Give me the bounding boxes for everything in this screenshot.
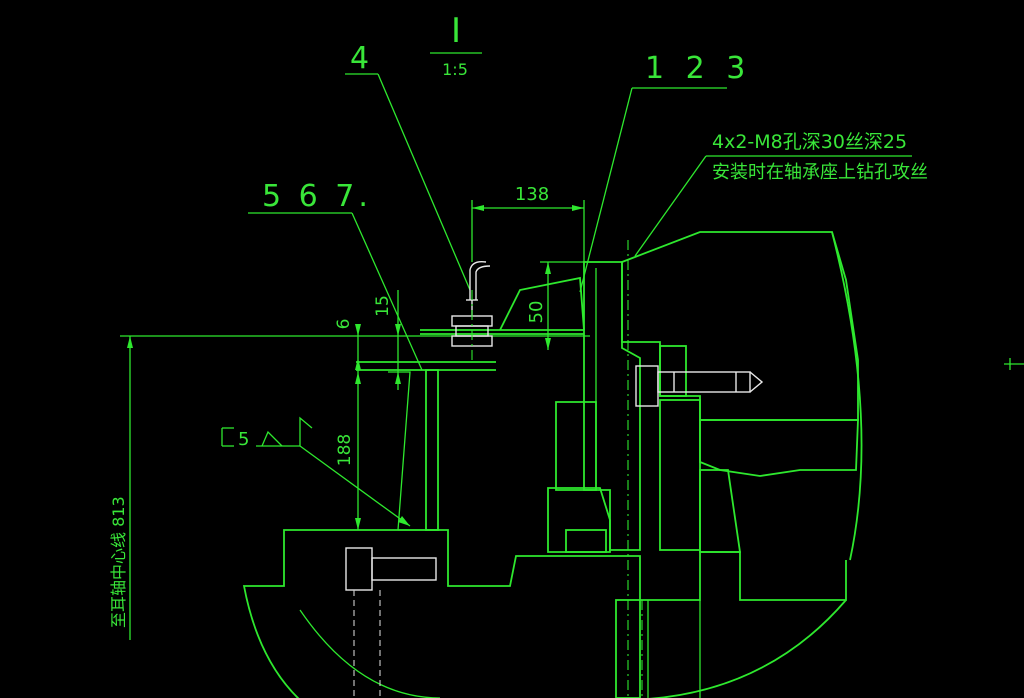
detail-label: I [451, 11, 461, 51]
base-assembly [242, 240, 847, 698]
dim-138-text: 138 [515, 184, 549, 205]
dim-50-text: 50 [526, 301, 547, 324]
sensor-bracket [420, 260, 585, 360]
vertical-plate [356, 361, 496, 531]
dimension-15: 15 [373, 290, 401, 390]
dimension-188: 188 [335, 372, 361, 530]
callout-4-label: 4 [350, 41, 369, 76]
dim-6-text: 6 [334, 319, 354, 330]
dimension-50: 50 [526, 261, 600, 350]
callout-567-label: 5 6 7. [262, 179, 372, 214]
detail-scale: 1:5 [442, 60, 468, 79]
callout-123-label: 1 2 3 [645, 51, 751, 86]
note-line-1: 4x2-M8孔深30丝深25 [712, 131, 907, 153]
bearing-housing [547, 231, 863, 561]
dimension-813: 至耳轴中心线 813 [109, 335, 590, 640]
edge-mark [1004, 358, 1024, 370]
note-line-2: 安装时在轴承座上钻孔攻丝 [712, 162, 928, 183]
hole-note: 4x2-M8孔深30丝深25 安装时在轴承座上钻孔攻丝 [634, 131, 928, 257]
callout-567: 5 6 7. [248, 179, 423, 371]
dim-813-text: 至耳轴中心线 813 [109, 496, 128, 628]
dimension-6: 6 [334, 319, 361, 372]
callout-4: 4 [345, 41, 471, 291]
weld-symbol: 5 [221, 416, 411, 527]
dim-15-text: 15 [373, 295, 393, 317]
callout-123: 1 2 3 [579, 51, 751, 293]
weld-size: 5 [238, 429, 249, 450]
dim-188-text: 188 [335, 434, 355, 466]
detail-title: I 1:5 [430, 11, 482, 79]
dimension-138: 138 [471, 184, 585, 262]
